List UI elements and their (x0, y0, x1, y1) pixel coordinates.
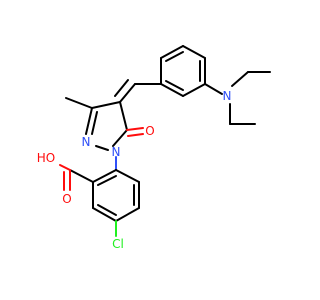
bond (127, 133, 144, 137)
atom-o-acid: O (62, 192, 71, 206)
structure-canvas: N N N O HO O Cl (37, 45, 271, 251)
molecule-diagram: N N N O HO O Cl (37, 45, 271, 251)
atom-n-amine: N (223, 89, 232, 103)
bond (91, 111, 98, 135)
bond (59, 164, 71, 171)
bond (97, 175, 117, 186)
atom-n-ring-2: N (112, 145, 121, 159)
bond (182, 83, 206, 97)
atom-chlorine: Cl (112, 237, 124, 251)
diethylamino-group (204, 71, 271, 125)
aminophenyl-ring (160, 45, 206, 97)
bond (165, 80, 184, 91)
bond (126, 127, 144, 131)
bond (65, 97, 93, 109)
bond (95, 145, 109, 151)
chlorobenzoic-ring (59, 156, 140, 237)
atom-n-ring-1: N (82, 135, 91, 149)
bond (119, 101, 128, 131)
bond (97, 204, 117, 216)
bond (119, 83, 136, 103)
bond (182, 45, 206, 59)
bond (204, 83, 223, 95)
bond (115, 207, 140, 222)
bond (112, 129, 128, 147)
bond (165, 51, 184, 62)
bond (115, 169, 140, 183)
atom-o-carbonyl: O (145, 124, 154, 138)
bond (92, 207, 117, 222)
bond (160, 45, 184, 59)
bond (231, 71, 249, 87)
bond (91, 101, 121, 109)
methylidene-linker (114, 79, 162, 103)
bond (92, 169, 117, 183)
bond (160, 83, 184, 97)
bond (85, 107, 93, 135)
atom-oh-acid: HO (37, 151, 55, 165)
pyrazolone-ring (65, 97, 144, 151)
bond (69, 169, 94, 183)
bond (114, 79, 129, 97)
